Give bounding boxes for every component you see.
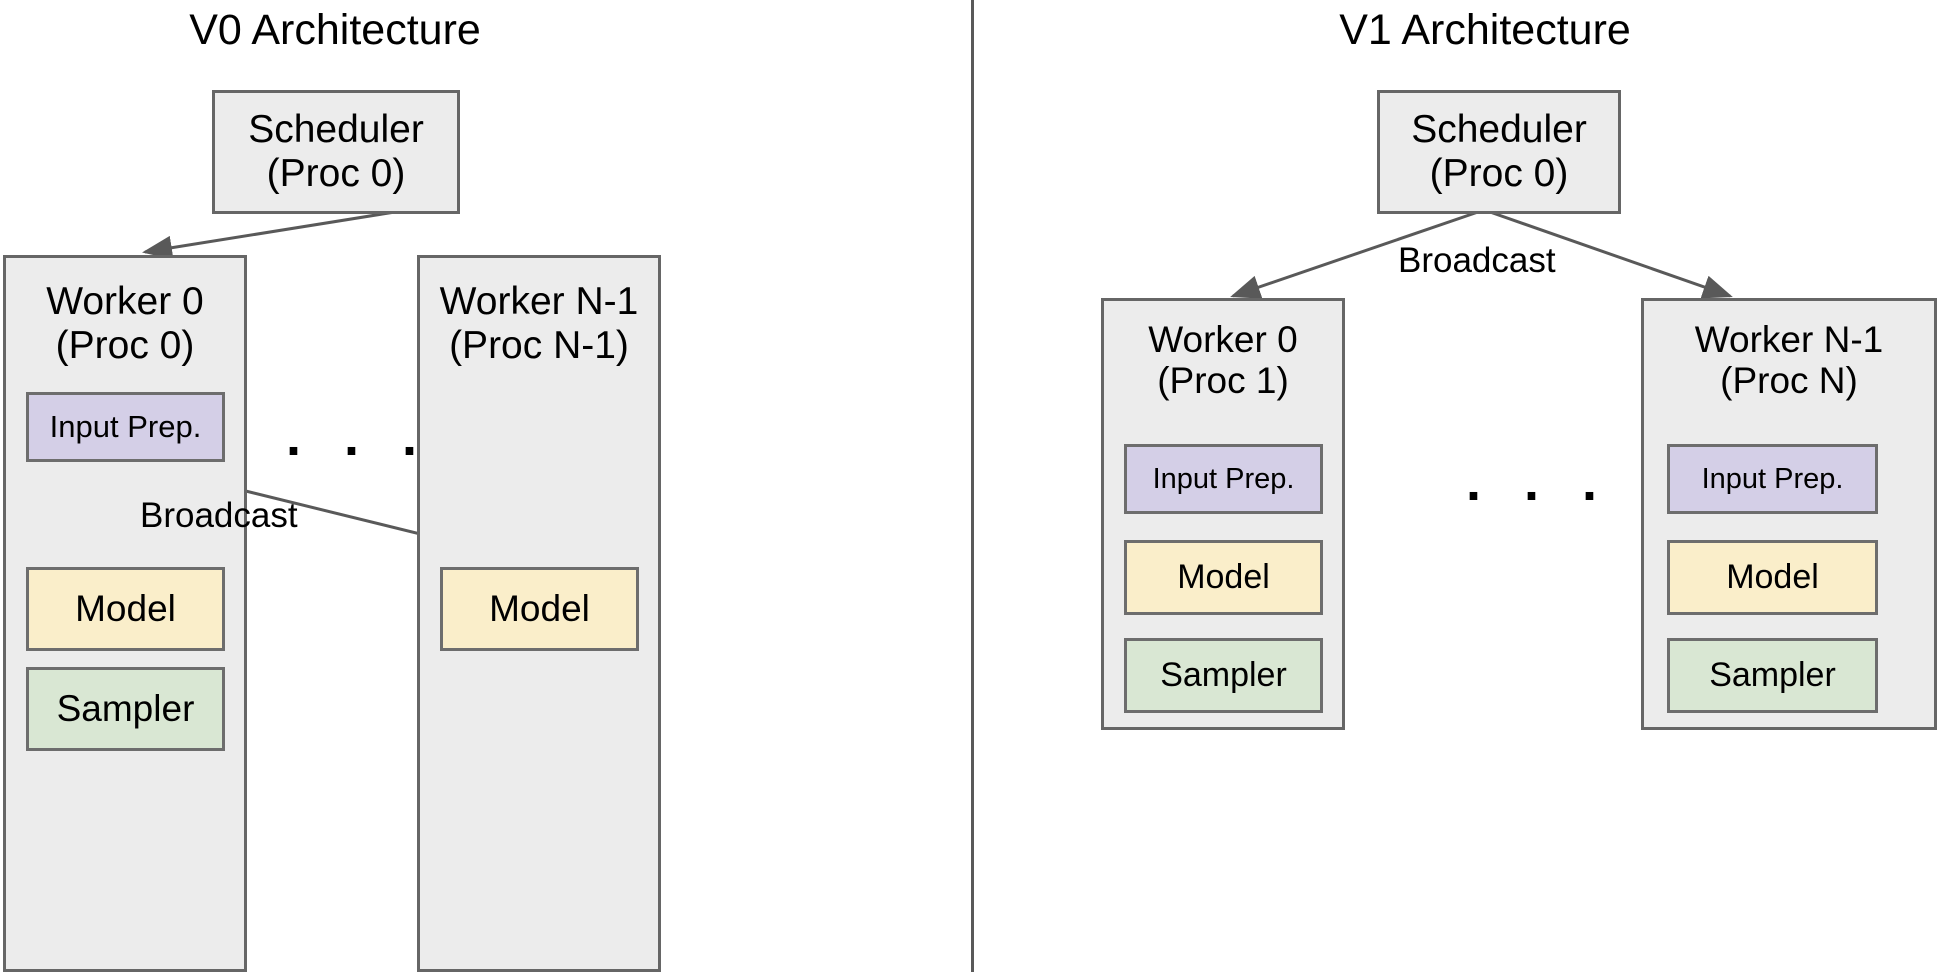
- v0-scheduler-label: Scheduler (Proc 0): [248, 108, 424, 195]
- v0-worker0-sampler-label: Sampler: [56, 688, 195, 729]
- v0-broadcast-edge-label: Broadcast: [140, 496, 298, 535]
- v1-worker0-model-block[interactable]: Model: [1124, 540, 1323, 615]
- v1-broadcast-edge-label: Broadcast: [1398, 241, 1556, 280]
- v0-worker0-input-prep-block[interactable]: Input Prep.: [26, 392, 225, 462]
- v1-worker0-input-prep-block[interactable]: Input Prep.: [1124, 444, 1323, 514]
- v0-workerN-model-label: Model: [489, 588, 590, 629]
- page-title-v0: V0 Architecture: [189, 6, 481, 54]
- arrow-v0-scheduler-to-worker0: [142, 210, 396, 260]
- v1-workerN-sampler-block[interactable]: Sampler: [1667, 638, 1878, 713]
- v0-worker0-label: Worker 0 (Proc 0): [46, 280, 204, 367]
- panel-divider: [971, 0, 974, 972]
- v0-workerN-label: Worker N-1 (Proc N-1): [439, 280, 639, 367]
- v1-workerN-input-prep-label: Input Prep.: [1701, 462, 1844, 495]
- v0-ellipsis: . . .: [286, 407, 432, 467]
- v0-workerN-model-block[interactable]: Model: [440, 567, 639, 651]
- v0-worker0-model-block[interactable]: Model: [26, 567, 225, 651]
- v0-worker0-sampler-block[interactable]: Sampler: [26, 667, 225, 751]
- v0-scheduler-node[interactable]: Scheduler (Proc 0): [212, 90, 460, 214]
- v0-worker0-model-label: Model: [75, 588, 176, 629]
- page-title-v1: V1 Architecture: [1339, 6, 1631, 54]
- v1-worker0-sampler-block[interactable]: Sampler: [1124, 638, 1323, 713]
- v1-scheduler-node[interactable]: Scheduler (Proc 0): [1377, 90, 1621, 214]
- v1-worker0-sampler-label: Sampler: [1160, 656, 1287, 694]
- v1-workerN-model-block[interactable]: Model: [1667, 540, 1878, 615]
- v1-workerN-model-label: Model: [1726, 558, 1819, 596]
- v1-worker0-model-label: Model: [1177, 558, 1270, 596]
- v1-workerN-label: Worker N-1 (Proc N): [1694, 319, 1884, 402]
- v1-worker0-input-prep-label: Input Prep.: [1152, 462, 1295, 495]
- v1-worker0-label: Worker 0 (Proc 1): [1148, 319, 1298, 402]
- v1-ellipsis: . . .: [1466, 452, 1612, 512]
- v1-workerN-input-prep-block[interactable]: Input Prep.: [1667, 444, 1878, 514]
- v1-scheduler-label: Scheduler (Proc 0): [1411, 108, 1587, 195]
- v0-worker0-input-prep-label: Input Prep.: [49, 409, 202, 444]
- v1-workerN-sampler-label: Sampler: [1709, 656, 1836, 694]
